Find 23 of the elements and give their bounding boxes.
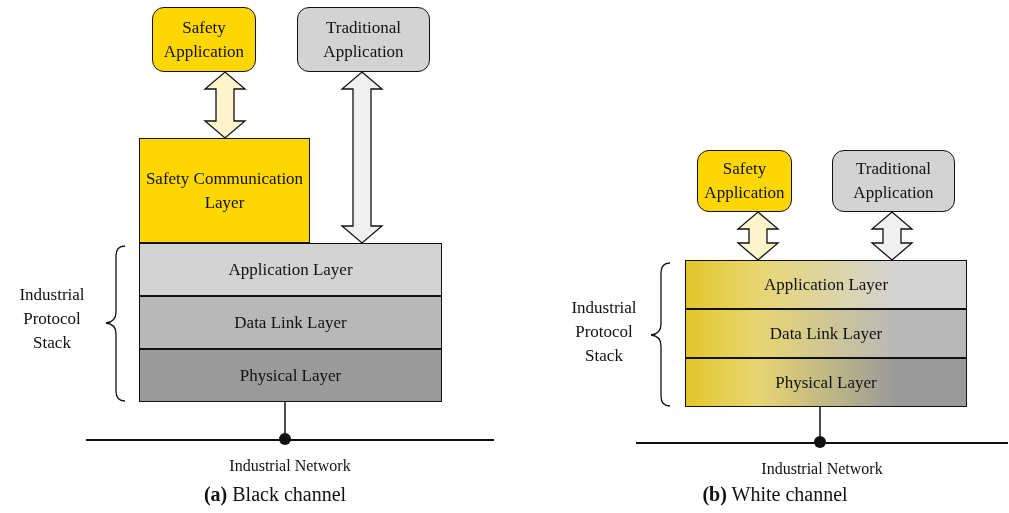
network-line: Industrial Network: [86, 439, 494, 479]
double-arrow: [870, 211, 914, 261]
caption: (b) White channel: [701, 482, 849, 508]
layer-box: Application Layer: [685, 260, 967, 309]
application-box: Safety Application: [697, 150, 792, 212]
caption: (a) Black channel: [202, 482, 348, 508]
layer-box: Physical Layer: [685, 358, 967, 407]
double-arrow: [736, 211, 780, 261]
double-arrow: [203, 71, 247, 139]
stack-label: Industrial Protocol Stack: [570, 297, 638, 367]
application-box: Traditional Application: [832, 150, 955, 212]
connector-line: [814, 406, 826, 448]
application-box: Traditional Application: [297, 7, 430, 72]
layer-box: Physical Layer: [139, 349, 442, 402]
application-box: Safety Application: [152, 7, 256, 72]
layer-box: Data Link Layer: [139, 296, 442, 349]
layer-box: Application Layer: [139, 243, 442, 296]
layer-box: Safety Communication Layer: [139, 138, 310, 243]
connector-line: [279, 401, 291, 445]
double-arrow: [340, 71, 384, 244]
layer-box: Data Link Layer: [685, 309, 967, 358]
network-line: Industrial Network: [636, 442, 1008, 482]
stack-label: Industrial Protocol Stack: [18, 284, 86, 354]
